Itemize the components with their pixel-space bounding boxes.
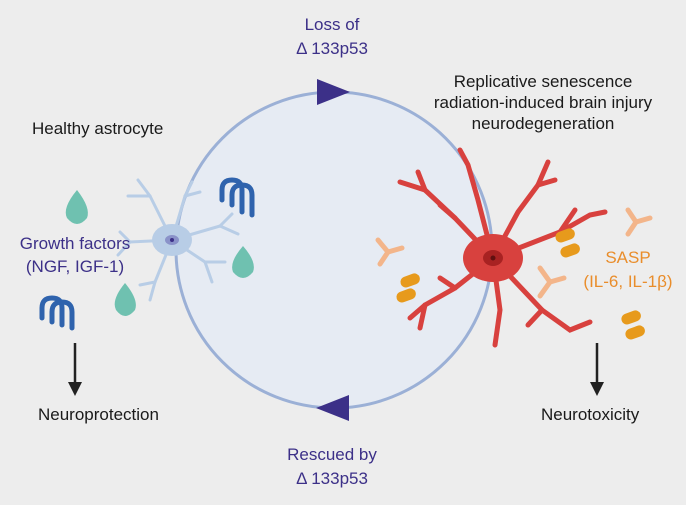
bottom-label-line1: Rescued by <box>287 445 377 464</box>
sasp-line1: SASP <box>605 248 651 267</box>
bottom-label-line2: Δ 133p53 <box>296 469 368 488</box>
top-label: Loss of Δ 133p53 <box>282 14 382 59</box>
top-label-line1: Loss of <box>304 15 360 34</box>
growth-factors-line1: Growth factors <box>19 234 131 253</box>
senescence-label: Replicative senescence radiation-induced… <box>410 71 676 134</box>
growth-factor-drop-icon <box>65 190 254 316</box>
sasp-il6-icon <box>396 228 645 340</box>
neurotoxicity-label: Neurotoxicity <box>541 405 640 424</box>
cycle-circle <box>174 90 494 410</box>
bottom-arrowhead-icon <box>316 395 349 421</box>
receptor-icon <box>39 295 75 331</box>
sasp-label: SASP (IL-6, IL-1β) <box>570 247 686 292</box>
sasp-line2: (IL-6, IL-1β) <box>583 272 673 291</box>
senescence-line2: radiation-induced brain injury <box>433 93 653 112</box>
senescence-line3: neurodegeneration <box>471 114 615 133</box>
arrow-down-icon <box>590 343 604 396</box>
healthy-astrocyte-title: Healthy astrocyte <box>32 119 164 138</box>
top-label-line2: Δ 133p53 <box>296 39 368 58</box>
senescence-line1: Replicative senescence <box>453 72 633 91</box>
neuroprotection-label: Neuroprotection <box>38 405 159 424</box>
growth-factors-label: Growth factors (NGF, IGF-1) <box>7 233 143 277</box>
top-arrowhead-icon <box>317 79 350 105</box>
bottom-label: Rescued by Δ 133p53 <box>267 444 397 489</box>
sasp-il1b-icon <box>375 207 653 299</box>
arrow-down-icon <box>68 343 82 396</box>
growth-factors-line2: (NGF, IGF-1) <box>25 257 125 276</box>
receptor-icon <box>219 177 255 218</box>
